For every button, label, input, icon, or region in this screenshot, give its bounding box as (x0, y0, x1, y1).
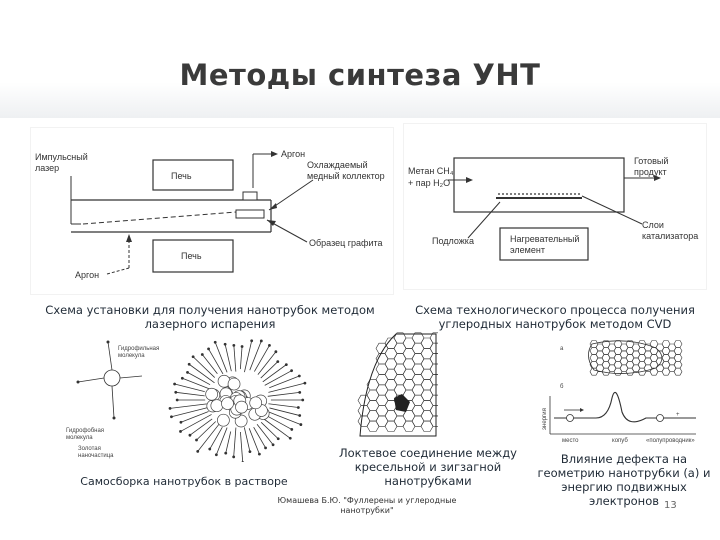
title-band (0, 0, 720, 118)
hydrophilic-label: Гидрофильная молекула (118, 346, 161, 359)
elbow-joint-caption: Локтевое соединение между кресельной и з… (339, 446, 517, 488)
methane-label: Метан CH₄ (408, 166, 454, 176)
water-vapor-label: + пар H₂O (408, 178, 450, 188)
defect-label-b: б (560, 384, 564, 390)
page-number: 13 (664, 500, 677, 511)
furnace-bottom-label: Печь (181, 251, 202, 261)
hopping-label: «полупроводник» (646, 438, 695, 444)
argon-bottom-label: Аргон (75, 270, 99, 280)
transition-label: копуб (612, 438, 628, 444)
furnace-bottom-box (152, 239, 234, 273)
graphite-sample-label: Образец графита (309, 238, 383, 248)
cvd-process-caption: Схема технологического процесса получени… (415, 303, 695, 331)
footnote-source: Юмашева Б.Ю. "Фуллерены и углеродные нан… (277, 496, 457, 515)
self-assembly-caption: Самосборка нанотрубок в растворе (80, 475, 288, 488)
energy-axis-label: энергия (542, 408, 548, 430)
heating-element-label: Нагревательный элемент (510, 234, 582, 255)
pulsed-laser-label: Импульсный лазер (35, 152, 90, 173)
cooled-collector-label: Охлаждаемый медный коллектор (307, 160, 385, 181)
defect-influence-diagram: a б энергия + место копуб «полупроводник… (536, 334, 712, 446)
cvd-process-diagram: Нагревательный элемент Метан CH₄ + пар H… (404, 124, 706, 289)
hydrophobic-label: Гидрофобная молекула (66, 428, 106, 441)
svg-text:+: + (676, 412, 680, 418)
elbow-joint-diagram (356, 332, 438, 438)
slide-title: Методы синтеза УНТ (179, 58, 541, 92)
defect-label-a: a (560, 346, 564, 352)
self-assembly-diagram: Гидрофильная молекула Гидрофобная молеку… (38, 338, 330, 462)
furnace-top-box (152, 159, 234, 191)
ground-label: место (562, 438, 579, 444)
furnace-top-label: Печь (171, 171, 192, 181)
defect-influence-caption: Влияние дефекта на геометрию нанотрубки … (537, 452, 711, 508)
gold-nanoparticle-label: Золотая наночастица (78, 446, 114, 459)
substrate-label: Подложка (432, 236, 474, 246)
argon-top-label: Аргон (281, 149, 305, 159)
laser-ablation-caption: Схема установки для получения нанотрубок… (45, 303, 375, 331)
catalyst-layers-label: Слои катализатора (642, 220, 698, 241)
laser-ablation-diagram: Печь Печь Аргон Охлаждаемый медный колле… (31, 128, 393, 294)
finished-product-label: Готовый продукт (634, 156, 671, 177)
